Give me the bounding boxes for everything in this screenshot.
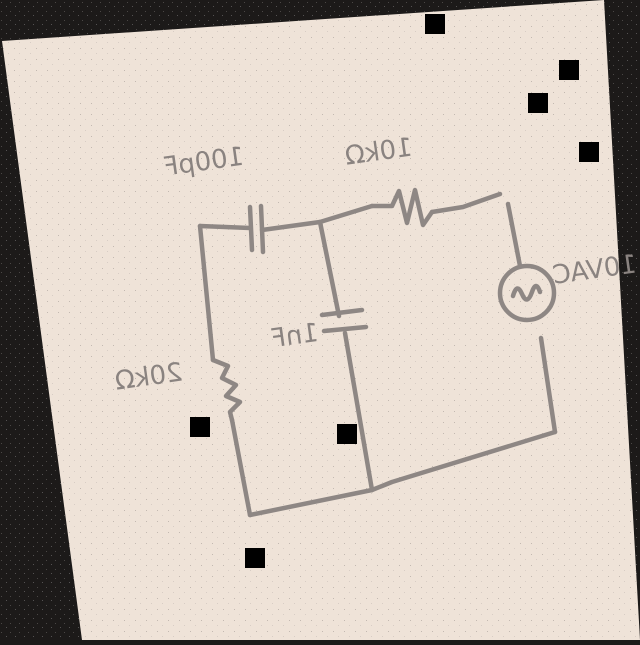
marker-square bbox=[245, 548, 265, 568]
label-capacitor-mid-group: 1nF bbox=[269, 318, 321, 354]
wire-bottom-left bbox=[247, 487, 375, 518]
marker-square bbox=[425, 14, 445, 34]
resistor-left bbox=[210, 357, 243, 423]
wire-left-lower bbox=[229, 417, 253, 518]
wire-bottom-right bbox=[369, 429, 558, 493]
wire-top-right bbox=[429, 191, 503, 215]
wire-mid-lower bbox=[342, 330, 375, 493]
capacitor-mid-plate-top bbox=[319, 307, 365, 318]
wire-mid-upper bbox=[317, 219, 342, 319]
circuit-diagram bbox=[197, 187, 558, 518]
wire-right-lower bbox=[538, 335, 558, 435]
wire-top-left bbox=[197, 223, 253, 231]
wire-right-upper bbox=[505, 201, 523, 269]
capacitor-top-plate-right bbox=[258, 203, 266, 255]
marker-square bbox=[337, 424, 357, 444]
resistor-top bbox=[369, 187, 435, 228]
capacitor-mid-plate-bottom bbox=[321, 324, 369, 334]
label-capacitor-mid: 1nF bbox=[269, 318, 321, 354]
ac-source-icon bbox=[510, 283, 543, 302]
wire-left-upper bbox=[197, 223, 216, 363]
marker-square bbox=[559, 60, 579, 80]
marker-square bbox=[528, 93, 548, 113]
marker-square bbox=[190, 417, 210, 437]
ac-source-circle bbox=[497, 263, 557, 323]
marker-square bbox=[579, 142, 599, 162]
